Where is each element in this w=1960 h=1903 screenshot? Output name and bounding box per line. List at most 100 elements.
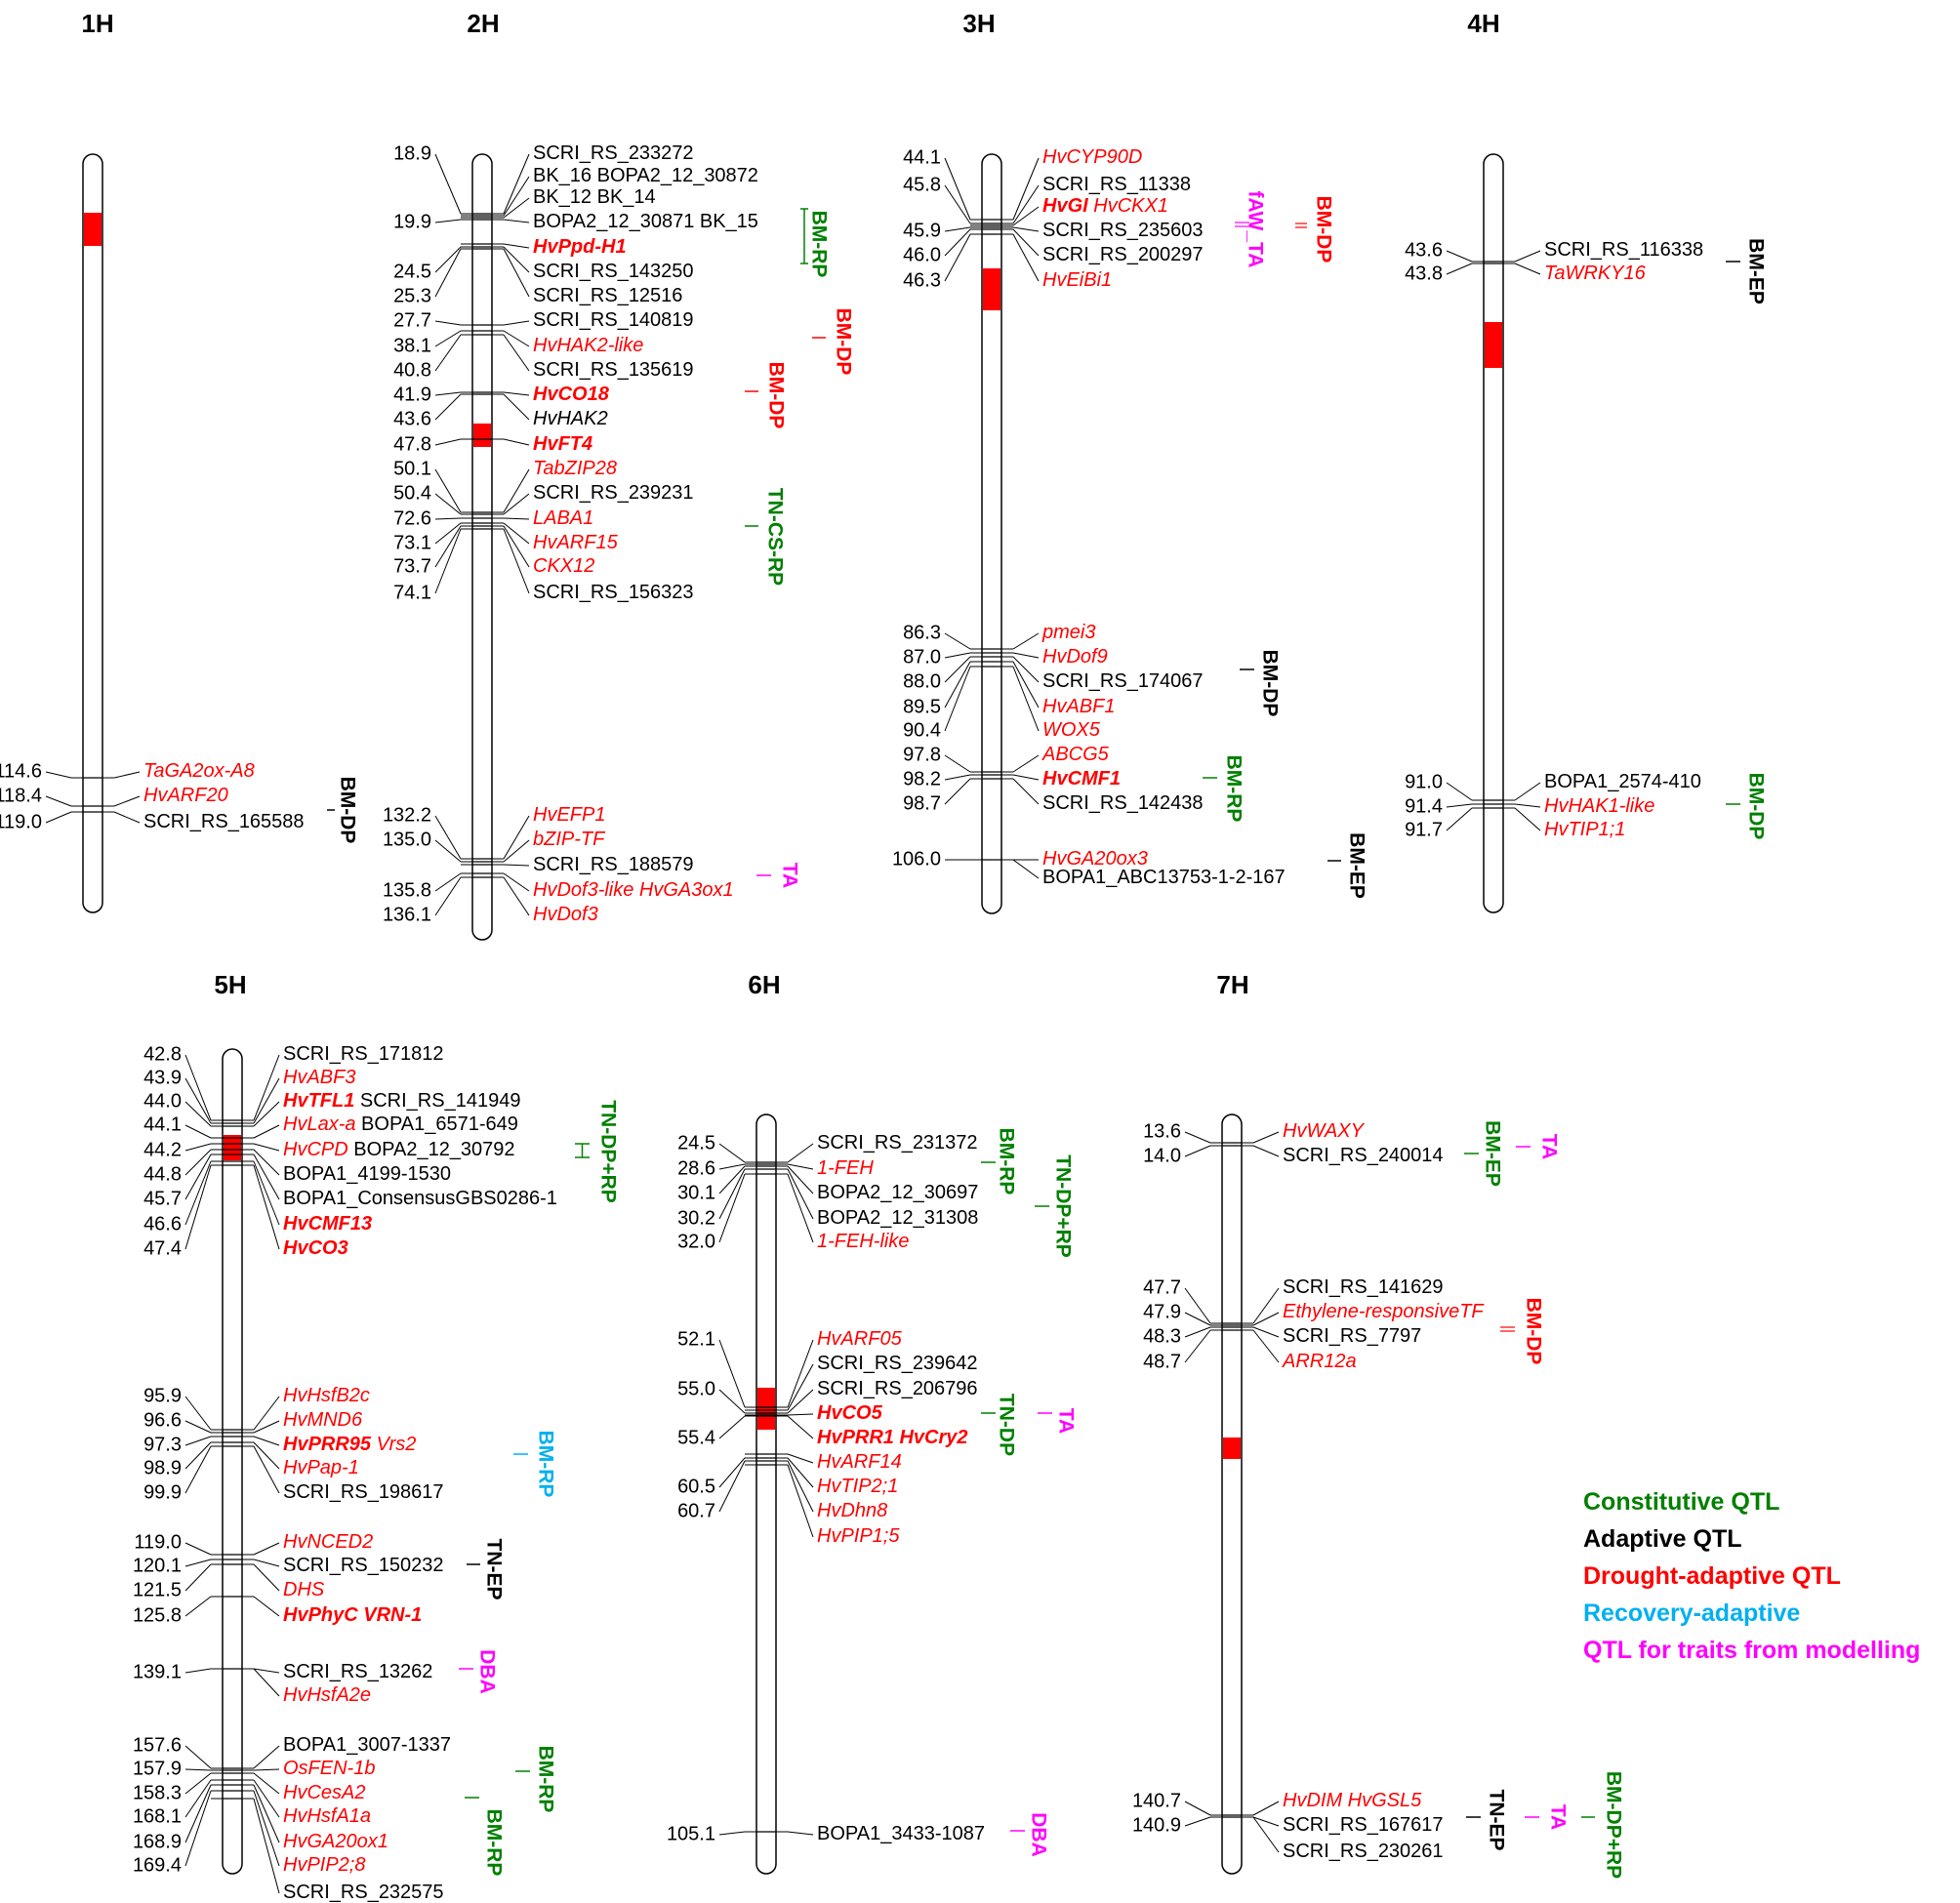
marker-position: 136.1 bbox=[383, 904, 431, 925]
marker-label-part: HvTIP2;1 bbox=[817, 1476, 898, 1497]
qtl: fAW_TA bbox=[1235, 191, 1266, 267]
marker: HvCO5 bbox=[745, 1402, 883, 1424]
marker-label: HvHAK1-like bbox=[1544, 795, 1654, 817]
marker-label: BK_12 BK_14 bbox=[533, 186, 656, 208]
qtl-label: BM-EP bbox=[1744, 238, 1767, 304]
marker-position: 43.8 bbox=[1405, 263, 1443, 284]
marker-position: 168.9 bbox=[133, 1831, 182, 1852]
marker-position: 120.1 bbox=[133, 1555, 182, 1576]
marker-label-part: SCRI_RS_231372 bbox=[817, 1132, 978, 1154]
marker-label: SCRI_RS_11338 bbox=[1042, 174, 1191, 195]
qtl: BM-EP bbox=[1726, 238, 1767, 304]
qtl: BM-RP bbox=[513, 1431, 556, 1497]
connector bbox=[1252, 1287, 1280, 1324]
connector bbox=[253, 1154, 280, 1200]
marker-position: 158.3 bbox=[133, 1782, 182, 1803]
qtl-label: TN-DP+RP bbox=[596, 1100, 619, 1203]
connector bbox=[718, 1457, 746, 1488]
marker-label-part: HvPIP2;8 bbox=[283, 1854, 365, 1876]
highlight-block bbox=[983, 268, 1000, 310]
marker-label-part: HvGA20ox3 bbox=[1042, 848, 1148, 870]
legend-item-drought-adaptive: Drought-adaptive QTL bbox=[1583, 1562, 1841, 1590]
connector bbox=[113, 795, 141, 807]
connector bbox=[184, 1542, 212, 1556]
marker: SCRI_RS_188579 bbox=[461, 854, 694, 875]
connector bbox=[113, 811, 141, 824]
marker-label: SCRI_RS_7797 bbox=[1283, 1325, 1421, 1347]
marker-label: CKX12 bbox=[533, 555, 594, 577]
connector bbox=[184, 1563, 212, 1592]
marker-label: HvCO3 bbox=[283, 1237, 348, 1259]
marker-label: HvEiBi1 bbox=[1042, 269, 1112, 291]
connector bbox=[434, 872, 462, 892]
marker-position: 44.1 bbox=[143, 1113, 182, 1135]
marker-label: SCRI_RS_156323 bbox=[533, 582, 694, 603]
connector bbox=[253, 1445, 280, 1494]
marker-label-part: HvHsfA2e bbox=[283, 1684, 371, 1706]
marker-label: 1-FEH-like bbox=[817, 1231, 909, 1252]
qtl-label: TN-DP+RP bbox=[1051, 1154, 1074, 1258]
connector bbox=[1252, 1816, 1280, 1853]
connector bbox=[787, 1143, 814, 1163]
connector bbox=[787, 1831, 814, 1836]
connector bbox=[434, 528, 462, 594]
qtl: DBA bbox=[1010, 1812, 1049, 1857]
qtl: TA bbox=[1038, 1408, 1077, 1434]
marker-position: 46.3 bbox=[903, 269, 941, 291]
marker-label-part: SCRI_RS_150232 bbox=[283, 1555, 444, 1576]
marker-label-part: SCRI_RS_206796 bbox=[817, 1378, 978, 1399]
marker-label-part: HvFT4 bbox=[533, 433, 592, 455]
marker-label: HvHAK2 bbox=[533, 408, 608, 429]
connector bbox=[944, 228, 971, 257]
marker-position: 50.1 bbox=[393, 458, 431, 479]
marker-position: 86.3 bbox=[903, 622, 941, 643]
marker-label-part: HvDof3 bbox=[533, 904, 598, 925]
marker-label-part: Vrs2 bbox=[371, 1434, 416, 1455]
marker-position: 44.2 bbox=[143, 1139, 182, 1160]
chromosome-title: 6H bbox=[748, 970, 780, 999]
connector bbox=[944, 656, 971, 683]
marker-label: HvEFP1 bbox=[533, 804, 605, 826]
marker-label-part: TaGA2ox-A8 bbox=[143, 760, 255, 782]
marker-position: 45.7 bbox=[143, 1188, 182, 1209]
connector bbox=[434, 320, 462, 326]
connector bbox=[253, 1668, 280, 1674]
marker-label: HvPIP1;5 bbox=[817, 1525, 900, 1547]
marker-label-part: HvCO5 bbox=[817, 1402, 883, 1424]
marker-label-part: SCRI_RS_141629 bbox=[1283, 1276, 1444, 1298]
connector bbox=[787, 1457, 814, 1488]
qtl-label: TA bbox=[778, 863, 800, 888]
marker-position: 135.0 bbox=[383, 829, 431, 850]
connector bbox=[1446, 250, 1473, 263]
qtl-label: TN-DP bbox=[995, 1394, 1017, 1456]
marker-label-part: HvEFP1 bbox=[533, 804, 605, 826]
marker-label: BOPA1_3007-1337 bbox=[283, 1734, 451, 1756]
marker-label: SCRI_RS_206796 bbox=[817, 1378, 978, 1399]
qtl-label: BM-RP bbox=[1222, 755, 1245, 823]
connector bbox=[1514, 782, 1541, 801]
chromosome-title: 5H bbox=[214, 970, 246, 999]
connector bbox=[434, 815, 462, 860]
marker-position: 43.6 bbox=[393, 408, 431, 429]
marker-position: 119.0 bbox=[134, 1531, 182, 1553]
marker-label-part: ARR12a bbox=[1282, 1351, 1357, 1372]
qtl-label: DBA bbox=[1027, 1812, 1049, 1857]
marker-label-part: SCRI_RS_143250 bbox=[533, 261, 694, 282]
connector bbox=[253, 1563, 280, 1592]
connector bbox=[1252, 1816, 1280, 1827]
marker-label: HvABF3 bbox=[283, 1067, 355, 1088]
connector bbox=[944, 184, 971, 224]
qtl: TN-DP+RP bbox=[575, 1100, 619, 1203]
marker-position: 27.7 bbox=[393, 309, 431, 331]
